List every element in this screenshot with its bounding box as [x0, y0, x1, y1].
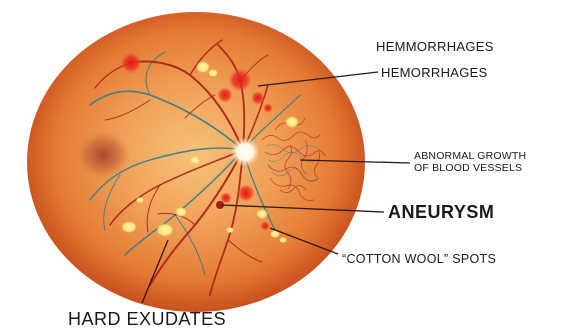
label-abnormal-growth: ABNORMAL GROWTH OF BLOOD VESSELS [414, 150, 526, 174]
label-aneurysm: ANEURYSM [388, 202, 494, 223]
label-abnormal-growth-line1: ABNORMAL GROWTH [414, 150, 526, 162]
label-abnormal-growth-line2: OF BLOOD VESSELS [414, 162, 526, 174]
macula [75, 130, 131, 180]
label-cotton-wool-spots: “COTTON WOOL” SPOTS [342, 252, 496, 266]
label-hemorrhages: HEMORRHAGES [381, 66, 488, 81]
label-hemmorrhages: HEMMORRHAGES [376, 40, 494, 55]
label-hard-exudates: HARD EXUDATES [68, 309, 226, 330]
optic-disc [230, 137, 260, 167]
